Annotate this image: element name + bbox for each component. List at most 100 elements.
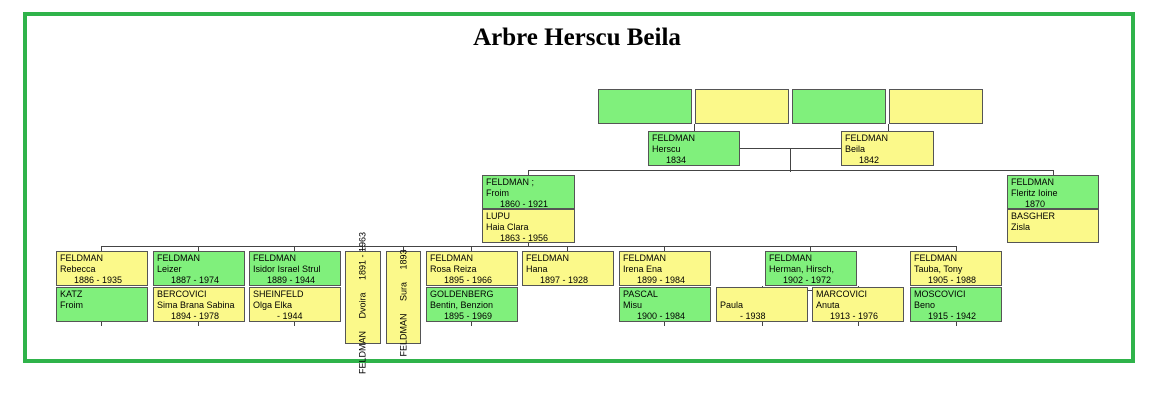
surname: FELDMAN	[253, 253, 297, 263]
person-isidor[interactable]: FELDMAN Isidor Israel Strul 1889 - 1944	[249, 251, 341, 286]
dates: 1894 - 1978	[171, 311, 220, 321]
dates: 1834	[666, 155, 687, 165]
surname: MARCOVICI	[816, 289, 868, 299]
person-beila[interactable]: FELDMAN Beila 1842	[841, 131, 934, 166]
surname: GOLDENBERG	[430, 289, 494, 299]
dates: 1895 - 1966	[444, 275, 493, 285]
connector-line	[471, 246, 472, 251]
grandparent-box-3[interactable]	[792, 89, 886, 124]
surname: MOSCOVICI	[914, 289, 966, 299]
given-name: Beno	[914, 300, 936, 310]
given-name: Beila	[845, 144, 866, 154]
person-dvoira[interactable]: FELDMAN Dvoira 1891 - 1963	[345, 231, 381, 374]
connector-line	[294, 246, 295, 251]
surname: FELDMAN	[60, 253, 104, 263]
person-rebecca[interactable]: FELDMAN Rebecca 1886 - 1935	[56, 251, 148, 286]
grandparent-box-4[interactable]	[889, 89, 983, 124]
given-name: Haia Clara	[486, 222, 529, 232]
grandparent-box-2[interactable]	[695, 89, 789, 124]
surname: BERCOVICI	[157, 289, 207, 299]
grandparent-box-1[interactable]	[598, 89, 692, 124]
dates: 1889 - 1944	[267, 275, 316, 285]
person-beno[interactable]: MOSCOVICI Beno 1915 - 1942	[910, 287, 1002, 322]
person-herman[interactable]: FELDMAN Herman, Hirsch, 1902 - 1972	[765, 251, 857, 286]
person-irena[interactable]: FELDMAN Irena Ena 1899 - 1984	[619, 251, 711, 286]
connector-line	[528, 170, 1054, 171]
dates: 1899 - 1984	[637, 275, 686, 285]
dates: 1887 - 1974	[171, 275, 220, 285]
connector-line	[956, 246, 957, 251]
person-sima[interactable]: BERCOVICI Sima Brana Sabina 1894 - 1978	[153, 287, 245, 322]
person-fleritz[interactable]: FELDMAN Fleritz Ioine 1870	[1007, 175, 1099, 209]
dates: 1900 - 1984	[637, 311, 686, 321]
person-rosa[interactable]: FELDMAN Rosa Reiza 1895 - 1966	[426, 251, 518, 286]
surname: BASGHER	[1011, 211, 1056, 221]
person-bentin[interactable]: GOLDENBERG Bentin, Benzion 1895 - 1969	[426, 287, 518, 322]
surname: FELDMAN	[357, 330, 368, 374]
connector-line	[810, 246, 811, 251]
dates: 1860 - 1921	[500, 199, 549, 209]
given-name: Paula	[720, 300, 744, 310]
connector-line	[664, 246, 665, 251]
connector-line	[567, 246, 568, 251]
dates: 1915 - 1942	[928, 311, 977, 321]
given-name: Tauba, Tony	[914, 264, 963, 274]
given-name: Sura	[398, 281, 408, 301]
connector-line	[858, 322, 859, 326]
connector-line	[888, 124, 889, 131]
given-name: Hana	[526, 264, 548, 274]
person-hana[interactable]: FELDMAN Hana 1897 - 1928	[522, 251, 614, 286]
dates: 1893	[398, 248, 408, 269]
connector-line	[101, 246, 957, 247]
dates: 1897 - 1928	[540, 275, 589, 285]
dates: 1842	[859, 155, 880, 165]
given-name: Rebecca	[60, 264, 96, 274]
surname: FELDMAN	[1011, 177, 1055, 187]
person-misu[interactable]: PASCAL Misu 1900 - 1984	[619, 287, 711, 322]
connector-line	[403, 246, 404, 251]
given-name: Bentin, Benzion	[430, 300, 494, 310]
surname: FELDMAN	[398, 313, 408, 357]
person-olga[interactable]: SHEINFELD Olga Elka - 1944	[249, 287, 341, 322]
connector-line	[471, 322, 472, 326]
person-sura[interactable]: FELDMAN Sura 1893	[386, 248, 421, 356]
given-name: Isidor Israel Strul	[253, 264, 321, 274]
connector-line	[694, 124, 695, 131]
person-leizer[interactable]: FELDMAN Leizer 1887 - 1974	[153, 251, 245, 286]
given-name: Leizer	[157, 264, 182, 274]
surname: FELDMAN	[845, 133, 889, 143]
dates: 1913 - 1976	[830, 311, 879, 321]
connector-line	[956, 322, 957, 326]
connector-line	[790, 148, 791, 172]
given-name: Herscu	[652, 144, 681, 154]
person-zisla[interactable]: BASGHER Zisla	[1007, 209, 1099, 243]
person-paula[interactable]: Paula - 1938	[716, 287, 808, 322]
given-name: Misu	[623, 300, 643, 310]
surname: LUPU	[486, 211, 511, 221]
person-froim[interactable]: FELDMAN ; Froim 1860 - 1921	[482, 175, 575, 209]
dates: 1870	[1025, 199, 1046, 209]
person-tauba[interactable]: FELDMAN Tauba, Tony 1905 - 1988	[910, 251, 1002, 286]
given-name: Froim	[486, 188, 509, 198]
dates: - 1938	[740, 311, 766, 321]
person-haia[interactable]: LUPU Haia Clara 1863 - 1956	[482, 209, 575, 243]
surname: KATZ	[60, 289, 83, 299]
dates: 1886 - 1935	[74, 275, 123, 285]
person-herscu[interactable]: FELDMAN Herscu 1834	[648, 131, 740, 166]
surname: FELDMAN	[914, 253, 958, 263]
connector-line	[101, 322, 102, 326]
person-anuta[interactable]: MARCOVICI Anuta 1913 - 1976	[812, 287, 904, 322]
surname: FELDMAN	[157, 253, 201, 263]
connector-line	[1053, 170, 1054, 175]
connector-line	[198, 246, 199, 251]
dates: 1891 - 1963	[357, 231, 368, 280]
connector-line	[362, 246, 363, 251]
given-name: Anuta	[816, 300, 840, 310]
person-katz[interactable]: KATZ Froim	[56, 287, 148, 322]
given-name: Rosa Reiza	[430, 264, 477, 274]
connector-line	[664, 322, 665, 326]
vertical-label: FELDMAN Dvoira 1891 - 1963	[358, 221, 369, 373]
dates: 1895 - 1969	[444, 311, 493, 321]
connector-line	[762, 322, 763, 326]
given-name: Fleritz Ioine	[1011, 188, 1058, 198]
